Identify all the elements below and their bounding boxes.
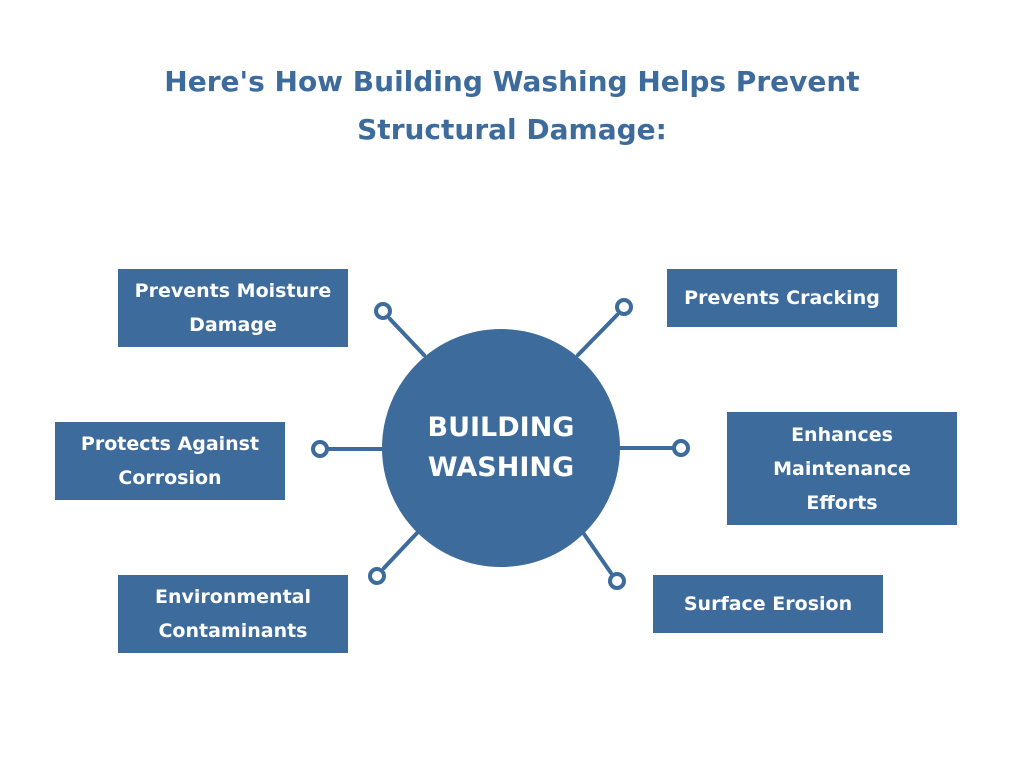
node-prevents-moisture-damage: Prevents Moisture Damage [118,269,348,347]
connector-line-contaminants [382,531,419,570]
connector-dot-contaminants [368,567,386,585]
node-enhances-maintenance-efforts: Enhances Maintenance Efforts [727,412,957,525]
connector-dot-maintenance [672,439,690,457]
connector-dot-corrosion [311,440,329,458]
hub-label-line-1: BUILDING [427,412,575,443]
node-prevents-cracking: Prevents Cracking [667,269,897,327]
node-label-line: Corrosion [118,467,222,489]
connector-line-moisture [388,317,426,357]
node-label-line: Enhances [791,423,893,446]
node-protects-against-corrosion: Protects Against Corrosion [55,422,285,500]
central-hub-circle: BUILDING WASHING [382,329,620,567]
node-label-line: Protects Against [80,433,260,455]
diagram-title: Here's How Building Washing Helps Preven… [0,58,1024,154]
connector-dot-erosion [608,572,626,590]
title-line-2: Structural Damage: [357,113,667,146]
node-surface-erosion: Surface Erosion [653,575,883,633]
hub-label-line-2: WASHING [427,452,575,483]
node-label-line: Contaminants [158,620,308,642]
node-label-line: Damage [189,314,277,336]
node-label-line: Efforts [806,491,878,514]
node-label-line: Surface Erosion [683,593,853,615]
connector-dot-moisture [374,302,392,320]
node-label-line: Environmental [155,586,311,608]
connector-dot-cracking [615,298,633,316]
title-line-1: Here's How Building Washing Helps Preven… [164,65,860,98]
connector-line-erosion [582,532,613,575]
connector-line-cracking [576,313,619,357]
node-label-line: Maintenance [773,457,911,480]
node-label-line: Prevents Moisture [134,280,332,302]
node-label-line: Prevents Cracking [684,287,880,309]
node-environmental-contaminants: Environmental Contaminants [118,575,348,653]
